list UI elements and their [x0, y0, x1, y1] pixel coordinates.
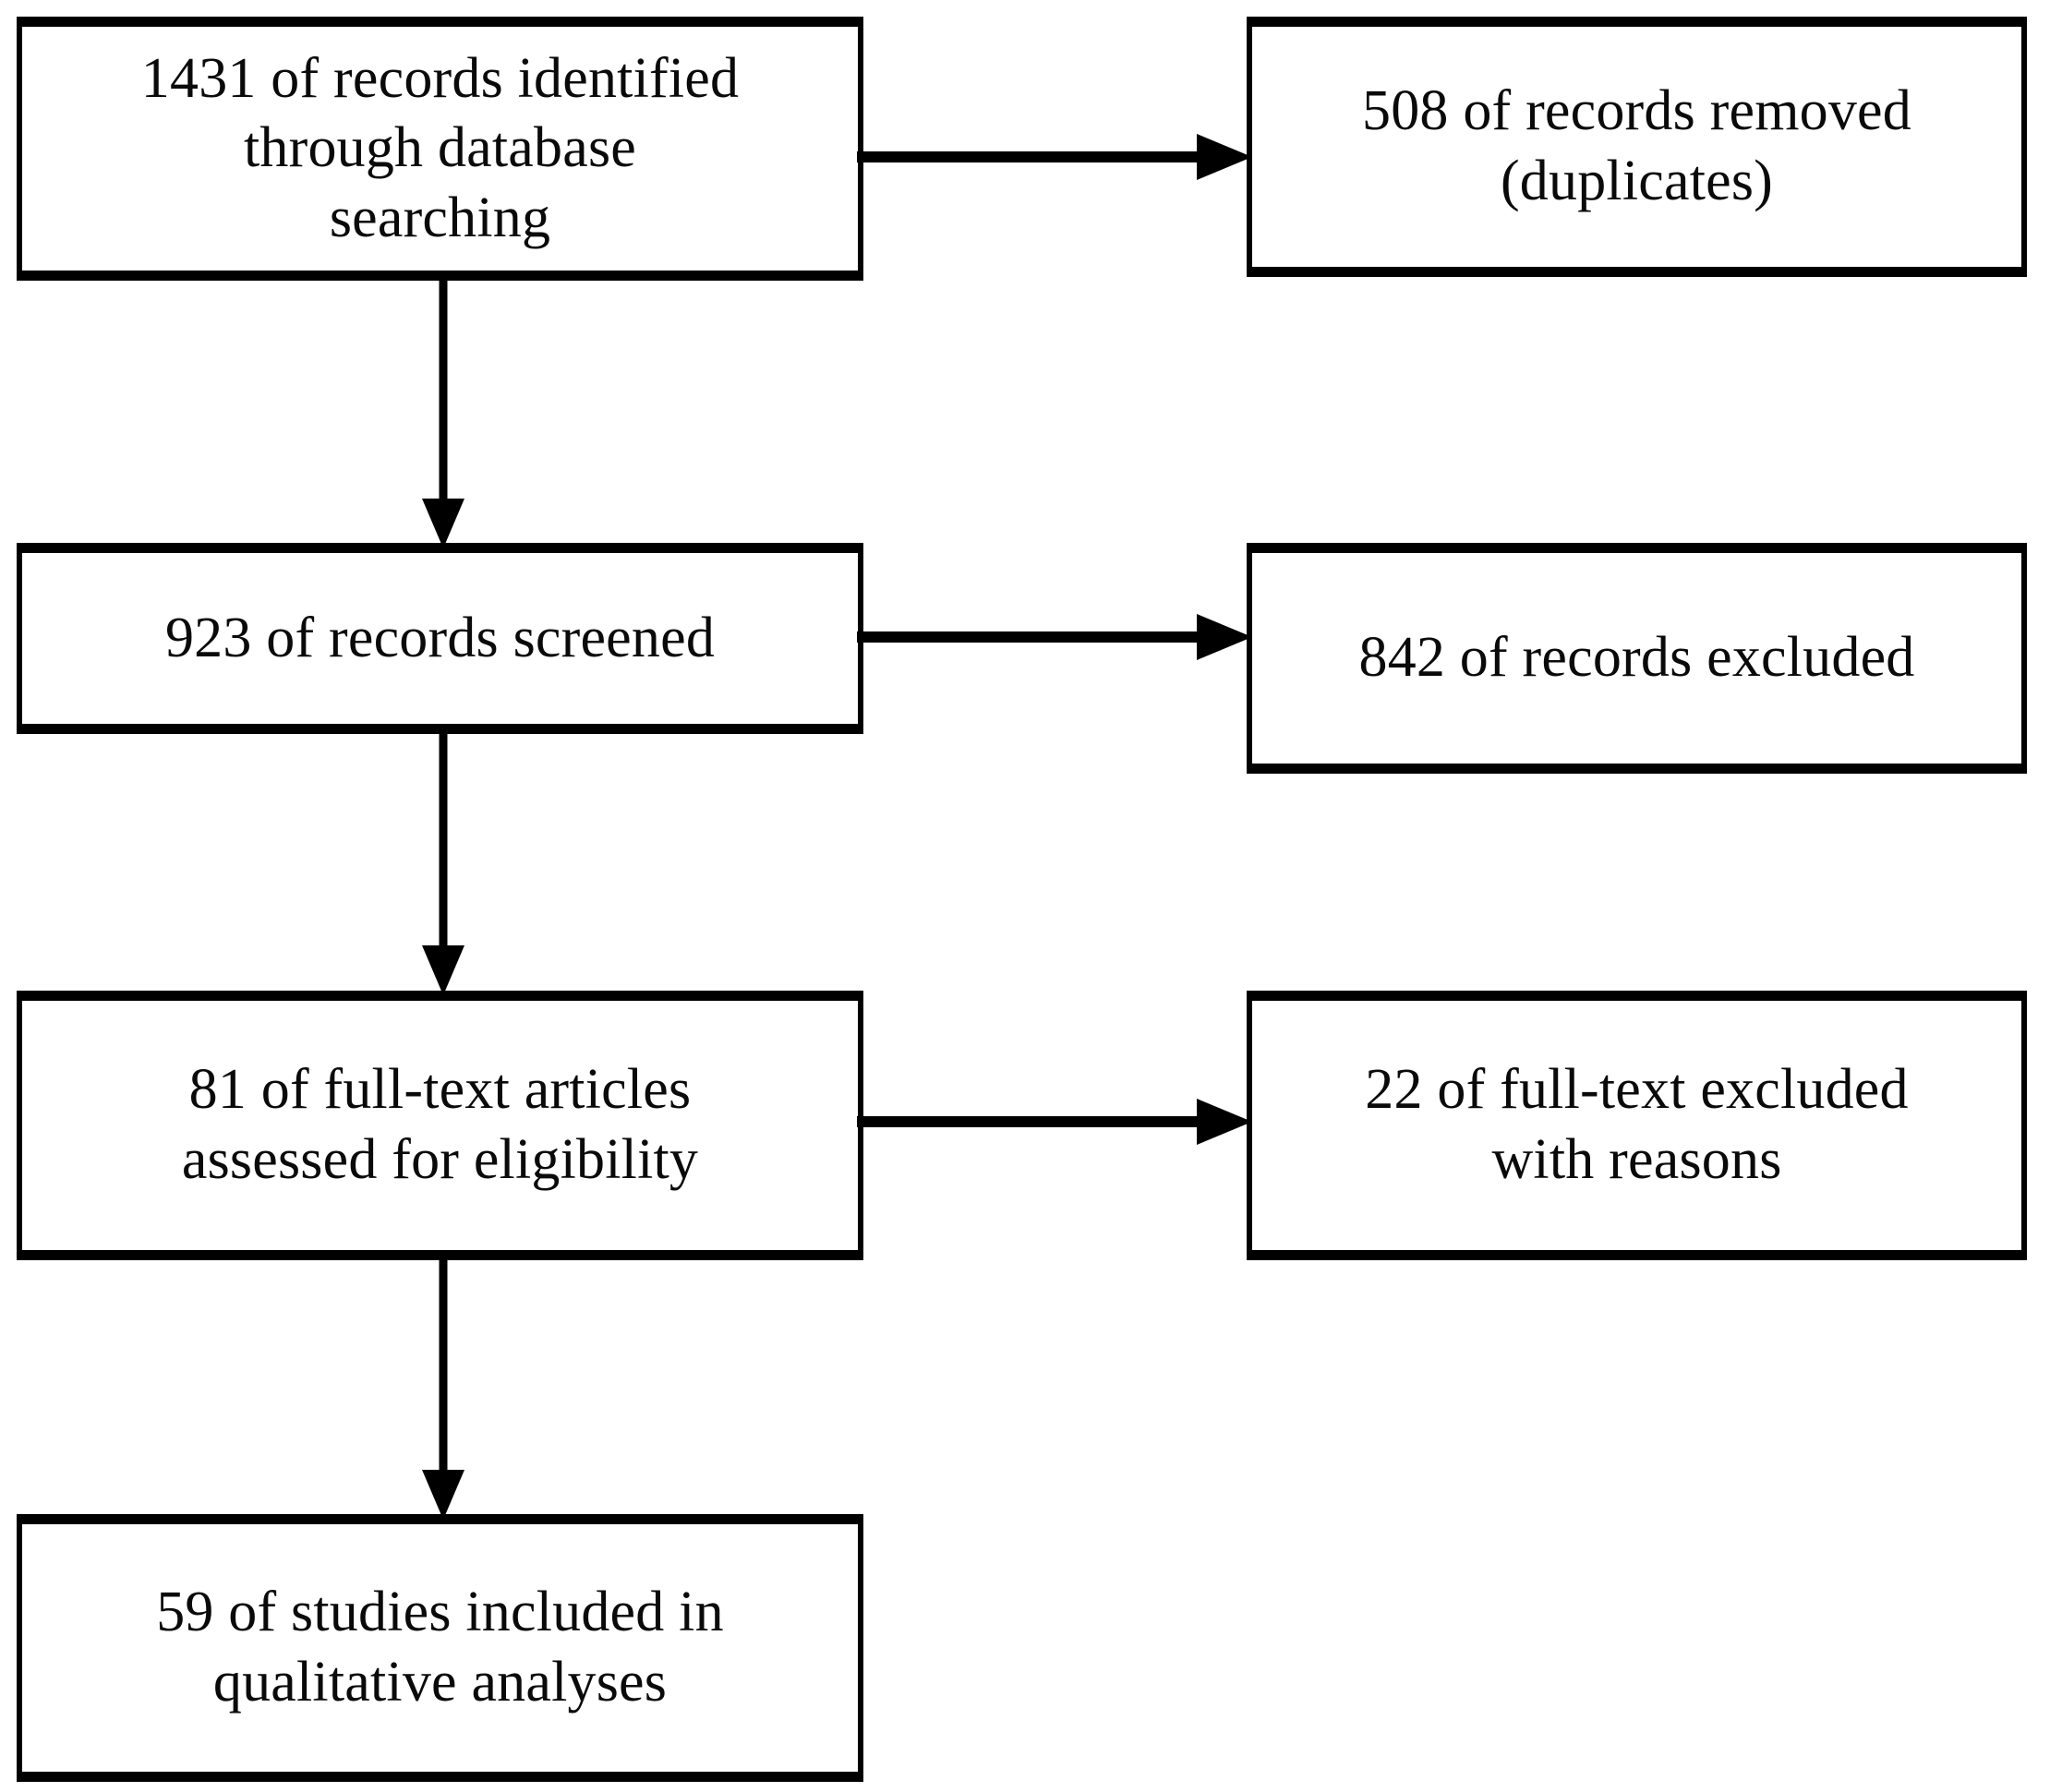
arrow-identified-to-screened	[406, 273, 480, 550]
arrow-fulltext-to-fulltext-excluded	[857, 1094, 1256, 1149]
arrow-fulltext-to-included	[406, 1254, 480, 1521]
node-studies-included-label: 59 of studies included in qualitative an…	[156, 1581, 724, 1714]
node-records-identified-label: 1431 of records identified through datab…	[140, 46, 740, 249]
arrow-screened-to-records-excluded	[857, 609, 1256, 665]
node-records-removed-duplicates: 508 of records removed (duplicates)	[1247, 17, 2027, 277]
node-records-removed-duplicates-label: 508 of records removed (duplicates)	[1362, 79, 1911, 212]
node-records-screened-label: 923 of records screened	[164, 606, 716, 669]
node-studies-included: 59 of studies included in qualitative an…	[17, 1514, 863, 1782]
node-fulltext-assessed: 81 of full-text articles assessed for el…	[17, 991, 863, 1260]
node-records-excluded: 842 of records excluded	[1247, 543, 2027, 774]
node-records-excluded-label: 842 of records excluded	[1358, 626, 1915, 690]
node-records-identified: 1431 of records identified through datab…	[17, 17, 863, 281]
node-fulltext-excluded-label: 22 of full-text excluded with reasons	[1365, 1058, 1909, 1191]
node-fulltext-assessed-label: 81 of full-text articles assessed for el…	[181, 1058, 699, 1191]
node-records-screened: 923 of records screened	[17, 543, 863, 734]
arrow-identified-to-duplicates	[857, 129, 1256, 185]
node-fulltext-excluded: 22 of full-text excluded with reasons	[1247, 991, 2027, 1260]
arrow-screened-to-fulltext	[406, 728, 480, 997]
